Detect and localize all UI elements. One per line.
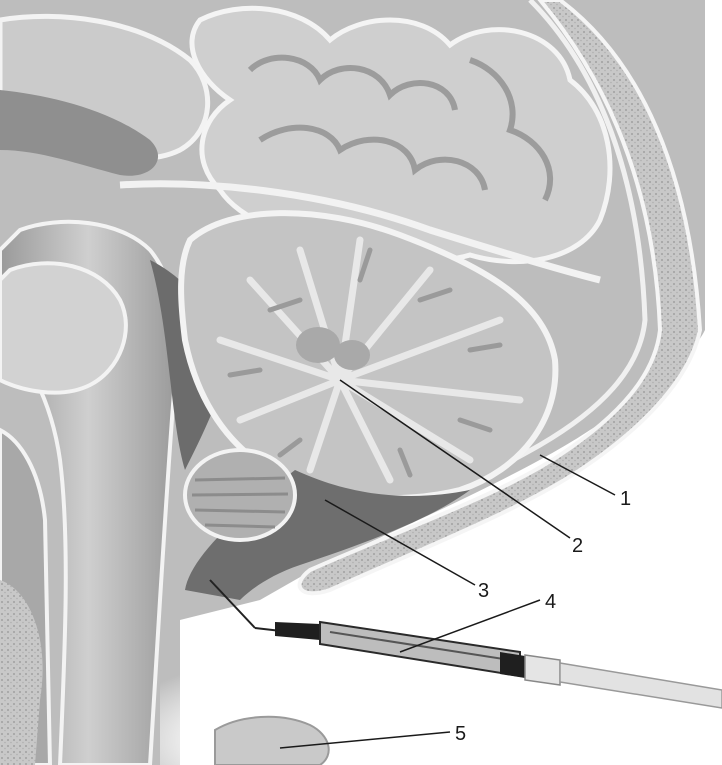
label-3: 3: [478, 580, 489, 602]
label-1: 1: [620, 488, 631, 510]
label-2: 2: [572, 535, 583, 557]
cerebellar-tonsil: [185, 450, 295, 540]
label-5: 5: [455, 723, 466, 745]
pons: [0, 263, 126, 392]
label-4: 4: [545, 591, 556, 613]
